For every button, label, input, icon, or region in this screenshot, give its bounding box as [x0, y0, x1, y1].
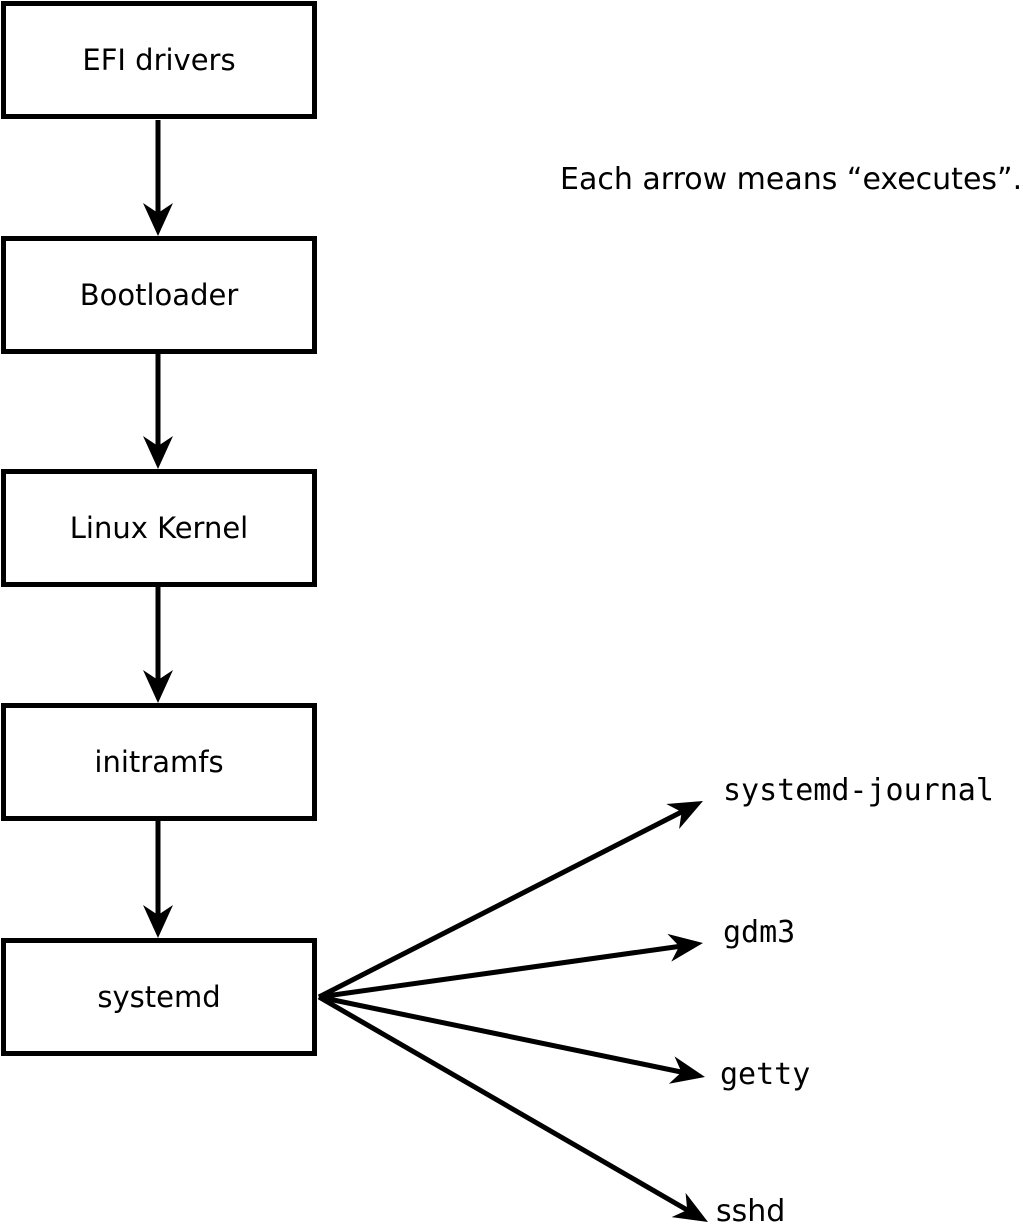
service-label-gdm3: gdm3 — [723, 915, 796, 950]
arrow-meaning-annotation: Each arrow means “executes”. — [560, 162, 1023, 197]
flow-box-efi-drivers: EFI drivers — [1, 1, 317, 119]
executes-arrow-initramfs-to-systemd — [143, 821, 173, 938]
executes-arrow-systemd-to-sshd — [317, 994, 708, 1222]
executes-arrow-efi-to-bootloader — [143, 120, 173, 236]
flow-box-label: Linux Kernel — [69, 510, 249, 545]
flow-box-label: Bootloader — [79, 277, 239, 312]
executes-arrow-systemd-to-journal — [317, 801, 703, 1000]
executes-arrow-systemd-to-gdm3 — [318, 933, 703, 1000]
service-label-systemd-journal: systemd-journal — [723, 773, 994, 808]
service-label-sshd: sshd — [716, 1194, 786, 1229]
flow-box-label: EFI drivers — [82, 42, 236, 77]
flow-box-label: initramfs — [94, 744, 224, 779]
flow-box-linux-kernel: Linux Kernel — [1, 469, 317, 587]
flow-box-systemd: systemd — [1, 938, 317, 1056]
executes-arrow-kernel-to-initramfs — [143, 587, 173, 703]
flow-box-initramfs: initramfs — [1, 703, 317, 821]
executes-arrow-systemd-to-getty — [318, 994, 705, 1084]
service-label-getty: getty — [720, 1057, 811, 1092]
flow-box-bootloader: Bootloader — [1, 236, 317, 354]
flow-box-label: systemd — [97, 979, 221, 1014]
executes-arrow-bootloader-to-kernel — [143, 354, 173, 469]
